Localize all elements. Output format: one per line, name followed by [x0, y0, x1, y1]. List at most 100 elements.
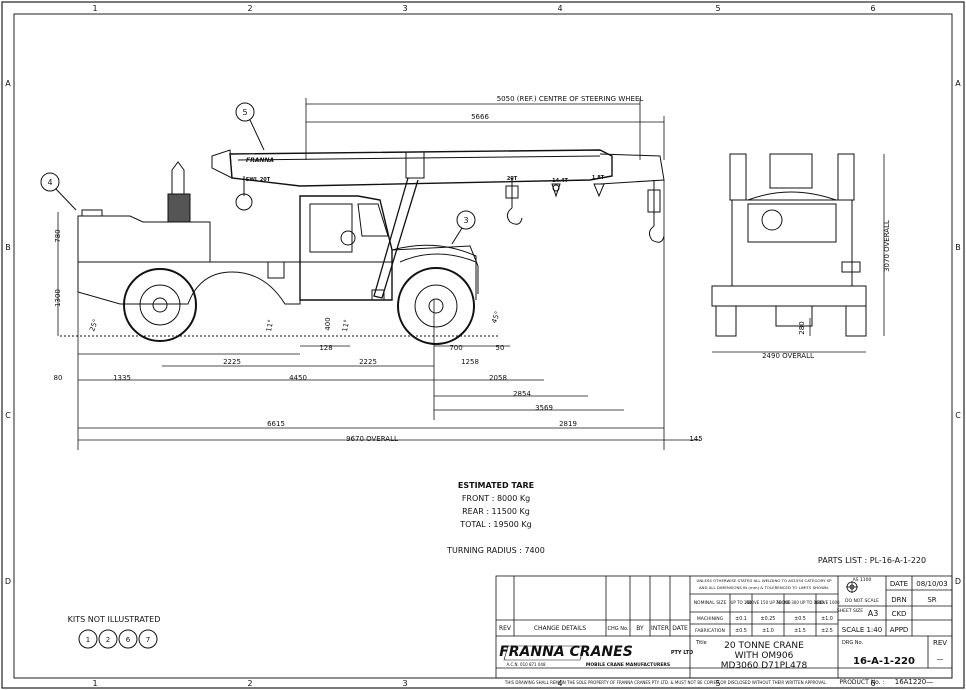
dim-2225a: 2225 — [223, 358, 241, 366]
dim-2854: 2854 — [513, 390, 531, 398]
tb-machining-val: ±0.5 — [794, 616, 806, 622]
tb-machining: MACHINING — [697, 616, 724, 622]
kits-not-illustrated: KITS NOT ILLUSTRATED — [68, 615, 161, 624]
boom — [229, 149, 613, 187]
dim-2490: 2490 OVERALL — [762, 352, 814, 360]
tb-note-1: UNLESS OTHERWISE STATED ALL WELDING TO A… — [697, 578, 833, 583]
rear-wheel-hub — [139, 284, 181, 326]
tare-front: FRONT : 8000 Kg — [462, 494, 530, 503]
kit-balloon-label-7: 7 — [146, 636, 150, 644]
tare-heading: ESTIMATED TARE — [458, 481, 534, 490]
tb-fabrication-val: ±1.5 — [794, 628, 806, 634]
boom-tail — [211, 149, 233, 179]
front-boom-post-left — [729, 153, 747, 201]
dim-50: 50 — [496, 344, 505, 352]
tb-do-not-scale: DO NOT SCALE — [845, 598, 879, 604]
dim-6615: 6615 — [267, 420, 285, 428]
balloon-4 — [40, 172, 60, 192]
front-bumper — [711, 285, 867, 307]
zone-bottom-2: 2 — [247, 679, 252, 688]
kit-balloon-label-6: 6 — [126, 636, 131, 644]
balloon-4-label: 4 — [47, 178, 52, 187]
tb-date-value: 08/10/03 — [916, 580, 947, 588]
dim-700: 700 — [449, 344, 462, 352]
title-block — [495, 575, 953, 679]
tb-title-line-1: 20 TONNE CRANE — [724, 641, 804, 651]
tb-ckd: CKD — [892, 610, 907, 618]
zone-bottom-6: 6 — [870, 679, 875, 688]
zone-left-A: A — [5, 79, 11, 88]
engine-cover — [77, 215, 211, 263]
kit-balloon-6 — [118, 629, 138, 649]
tb-product-value: 16A1220— — [895, 678, 934, 686]
tb-as1100: AS 1100 — [853, 577, 872, 583]
kit-balloon-2 — [98, 629, 118, 649]
boom-inner-line — [237, 155, 601, 161]
dim-5666: 5666 — [471, 113, 489, 121]
balloon-5 — [235, 102, 255, 122]
dimension-lines — [57, 98, 885, 450]
info-plate — [267, 261, 285, 279]
dim-145: 145 — [689, 435, 702, 443]
cab — [299, 195, 393, 301]
zone-bottom-4: 4 — [557, 679, 562, 688]
tb-drg-no: 16-A-1-220 — [853, 656, 915, 667]
front-plate — [841, 261, 861, 273]
zone-bottom-5: 5 — [715, 679, 720, 688]
front-wheel-left — [715, 305, 737, 337]
dim-3070: 3070 OVERALL — [883, 220, 891, 272]
dim-1335: 1335 — [113, 374, 131, 382]
zone-left-D: D — [5, 577, 11, 586]
tb-title-label: Title — [695, 640, 707, 646]
front-wheel — [397, 267, 475, 345]
franna-logo-underline — [503, 645, 585, 661]
zone-right-B: B — [955, 243, 961, 252]
tb-drn-label: DRN — [891, 596, 907, 604]
tb-tagline: MOBILE CRANE MANUFACTURERS — [586, 662, 670, 668]
turning-radius: TURNING RADIUS : 7400 — [446, 546, 545, 555]
zone-top-1: 1 — [92, 4, 97, 13]
dim-3569: 3569 — [535, 404, 553, 412]
front-windscreen — [747, 203, 837, 243]
boom-bracket — [405, 151, 425, 179]
front-steering-wheel — [761, 209, 783, 231]
dim-2058: 2058 — [489, 374, 507, 382]
tb-col-1000: ABOVE 1000 — [814, 600, 840, 605]
tb-col-up150: UP TO 150 — [730, 600, 752, 605]
tb-change-details: CHANGE DETAILS — [534, 625, 586, 632]
tb-machining-val: ±1.0 — [821, 616, 833, 622]
swl-plate-label: SWL 20T — [246, 177, 271, 183]
front-body — [391, 245, 479, 294]
dim-780: 780 — [54, 229, 62, 242]
zone-bottom-3: 3 — [402, 679, 407, 688]
tb-title-line-2: WITH OM906 — [735, 651, 794, 661]
balloon-5-label: 5 — [242, 108, 247, 117]
balloon-callouts — [40, 102, 476, 245]
zone-top-2: 2 — [247, 4, 252, 13]
dim-1300: 1300 — [54, 289, 62, 307]
tb-title-line-3: MD3060 D71PL478 — [721, 661, 808, 671]
hook-rear-jib — [235, 176, 253, 211]
dim-2225b: 2225 — [359, 358, 377, 366]
tb-by: BY — [636, 625, 644, 632]
rear-wheel — [123, 268, 197, 342]
dim-angle-11a: 11° — [265, 319, 275, 333]
front-wheel-right — [845, 305, 867, 337]
dim-2819: 2819 — [559, 420, 577, 428]
front-axle — [775, 305, 813, 327]
boom-head — [599, 153, 665, 185]
tb-machining-val: ±0.25 — [761, 616, 776, 622]
tb-inter: INTER — [651, 625, 669, 632]
tb-machining-val: ±0.1 — [735, 616, 747, 622]
dim-280: 280 — [798, 321, 806, 334]
zone-right-D: D — [955, 577, 961, 586]
dim-angle-45: 45° — [490, 310, 502, 324]
tb-fabrication: FABRICATION — [695, 628, 725, 634]
tb-logo: FRANNA CRANES — [499, 644, 633, 660]
rear-light — [81, 209, 103, 217]
steering-wheel — [340, 230, 356, 246]
cab-front-window — [357, 203, 389, 237]
zone-left-C: C — [5, 411, 11, 420]
